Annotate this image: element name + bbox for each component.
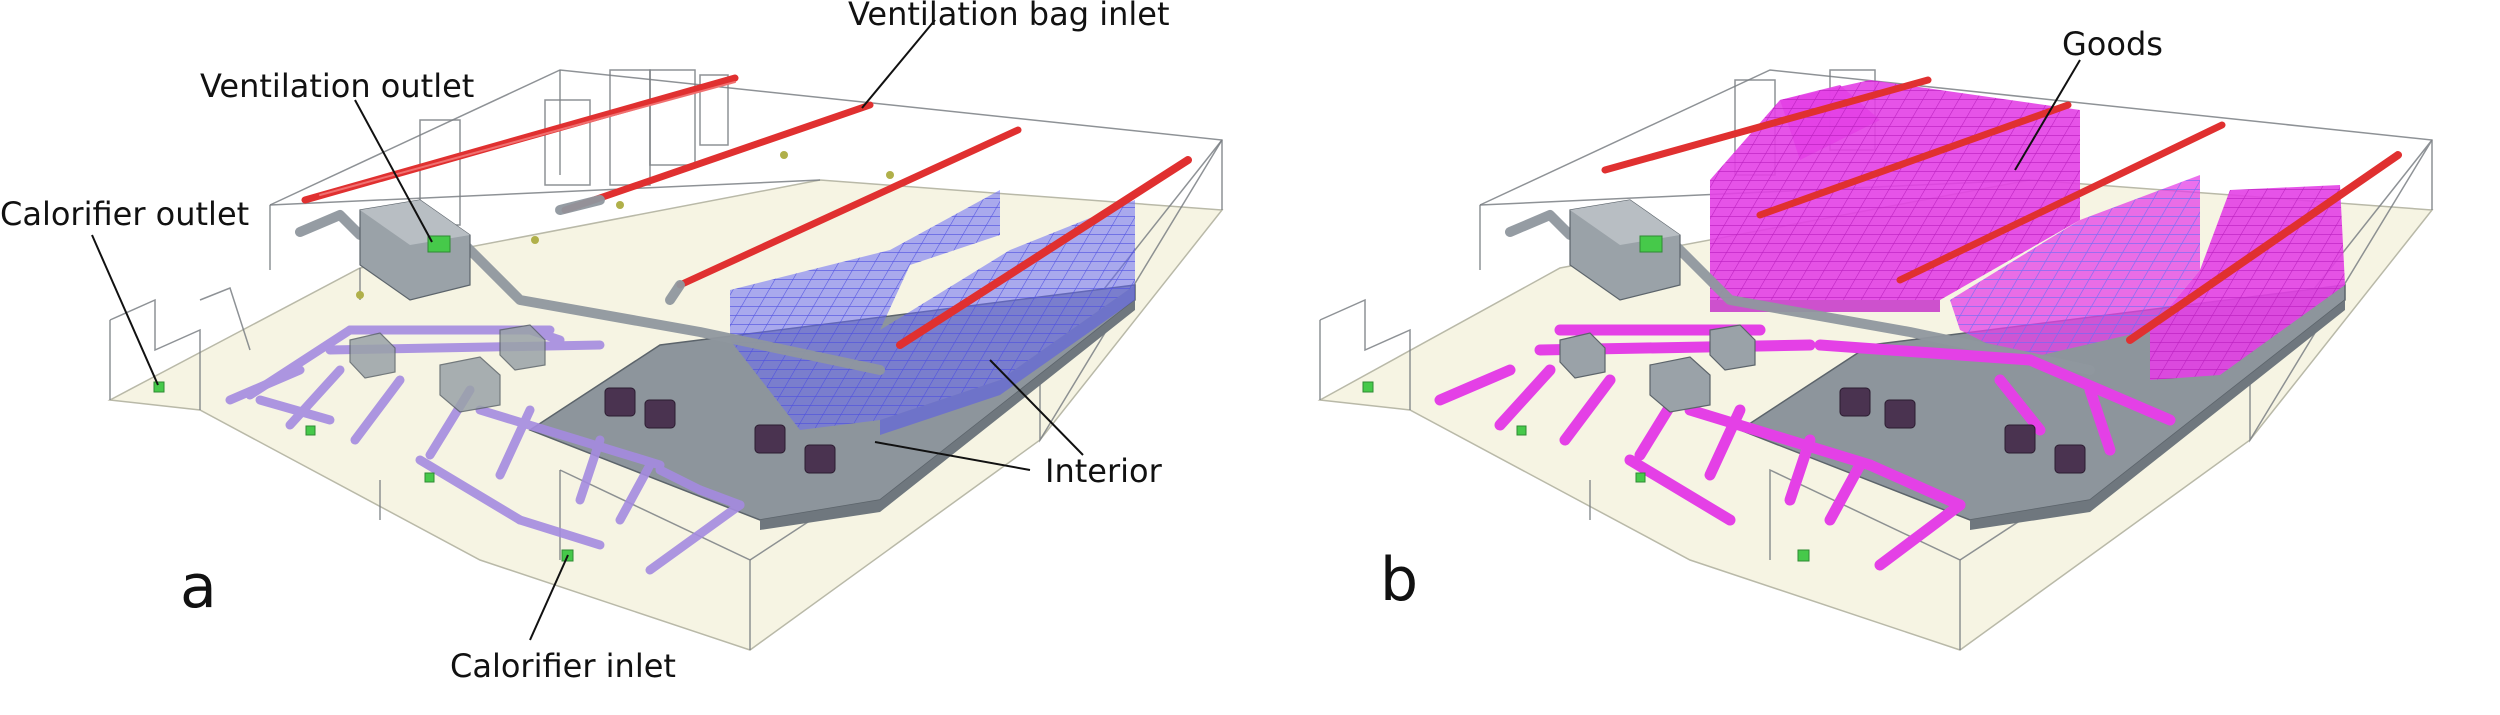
ventilation-bags-a bbox=[301, 74, 1192, 349]
leader-interior bbox=[989, 359, 1084, 456]
branch-pipes-b bbox=[1434, 324, 2176, 571]
leader-interior-2 bbox=[874, 441, 1031, 471]
panel-b: Goods b bbox=[1317, 25, 2434, 651]
ventilation-outlet-marker-a bbox=[427, 235, 451, 253]
ventilation-bags-b bbox=[1601, 76, 2402, 344]
label-ventilation-bag-inlet: Ventilation bag inlet bbox=[848, 0, 1169, 33]
leader-calorifier-inlet bbox=[529, 554, 569, 641]
leader-calorifier-outlet bbox=[91, 234, 159, 386]
ventilation-unit-b bbox=[1569, 199, 1681, 301]
fans-a bbox=[604, 387, 836, 474]
label-calorifier-inlet: Calorifier inlet bbox=[450, 647, 676, 685]
label-interior: Interior bbox=[1045, 452, 1163, 490]
ventilation-unit-a bbox=[359, 199, 471, 301]
calorifier-outlet-marker-a bbox=[153, 381, 165, 393]
leader-goods bbox=[2014, 59, 2081, 171]
olive-markers-a bbox=[356, 151, 894, 299]
grey-blocks-a bbox=[349, 324, 546, 413]
goods-stack-a bbox=[730, 190, 1135, 435]
label-calorifier-outlet: Calorifier outlet bbox=[0, 195, 249, 233]
fans-b bbox=[1839, 387, 2086, 474]
leader-ventilation-bag-inlet bbox=[861, 19, 936, 109]
leader-ventilation-outlet bbox=[354, 99, 433, 243]
panel-a: Ventilation bag inlet Ventilation outlet… bbox=[0, 0, 1224, 685]
panel-letter-a: a bbox=[180, 552, 217, 622]
grey-blocks-b bbox=[1559, 324, 1756, 413]
markers-b bbox=[1362, 235, 1810, 562]
label-ventilation-outlet: Ventilation outlet bbox=[200, 67, 474, 105]
panel-letter-b: b bbox=[1380, 545, 1418, 615]
label-goods: Goods bbox=[2062, 25, 2163, 63]
